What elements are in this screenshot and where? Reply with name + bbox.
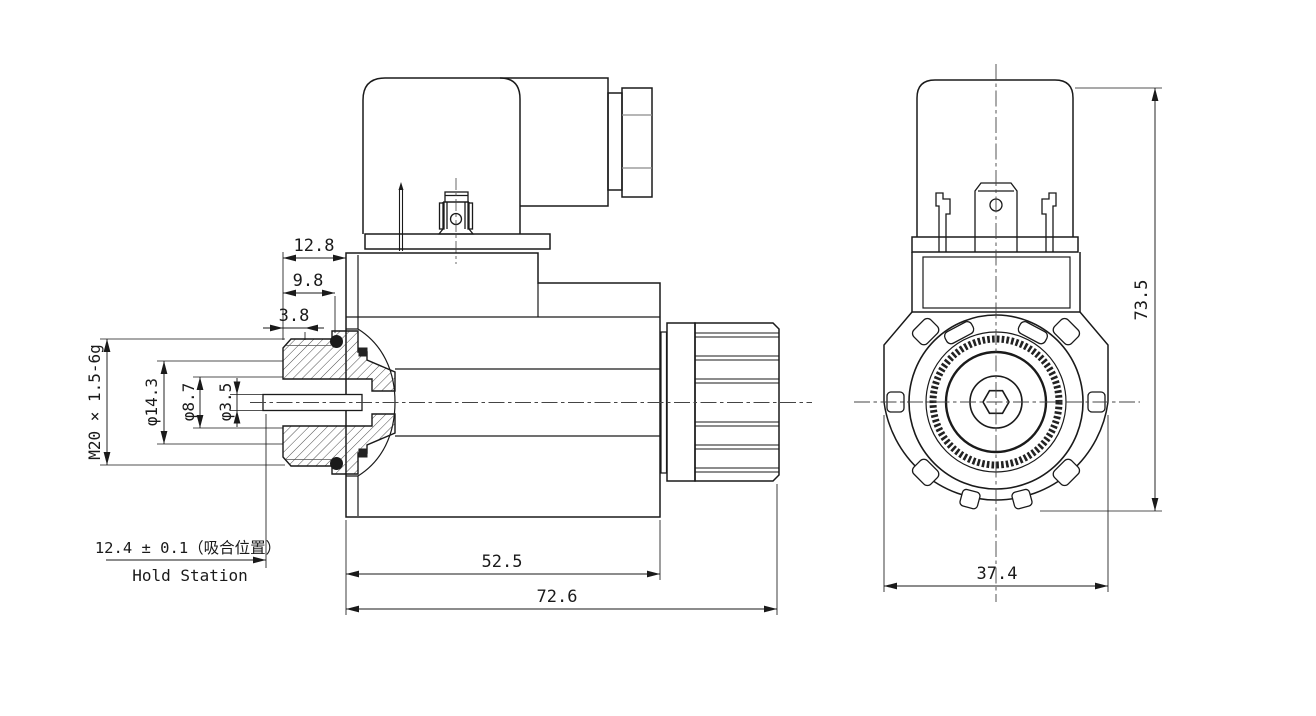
connector-top-edge (500, 77, 609, 207)
armature-tube-walls (395, 368, 660, 437)
seal-top (358, 347, 368, 357)
body-band-inner (922, 256, 1071, 309)
yoke-strip-bottom (346, 475, 359, 516)
front-view (854, 64, 1140, 602)
thread-root-lines (286, 345, 331, 460)
yoke-strip-top (346, 255, 359, 330)
dim-37-4: 37.4 (883, 564, 1109, 591)
side-view (250, 77, 812, 518)
dia-14-3-label: φ14.3 (142, 378, 161, 426)
dim-72-6: 72.6 (345, 587, 778, 614)
hold-station-label: Hold Station (132, 566, 248, 585)
cable-gland-cap (621, 87, 653, 198)
o-ring-top (330, 335, 343, 348)
dim-37-4-label: 37.4 (977, 564, 1018, 584)
dimensions: 12.8 9.8 3.8 M20 × 1.5-6g φ1 (85, 87, 1162, 615)
dim-dia-8-7: φ8.7 (179, 376, 205, 429)
coil-top-outline (916, 79, 1074, 237)
dia-3-5-label: φ3.5 (216, 383, 235, 422)
right-spade (1041, 192, 1057, 252)
hold-station-annotation: 12.4 ± 0.1（吸合位置） Hold Station (95, 539, 281, 585)
dim-12-8-label: 12.8 (294, 236, 335, 256)
extension-lines (100, 87, 1162, 615)
front-view-centerlines (854, 64, 1140, 602)
thread-spec-label: M20 × 1.5-6g (85, 344, 104, 460)
left-spade (935, 192, 951, 252)
dim-3-8: 3.8 (263, 306, 324, 333)
spade-terminal (437, 191, 475, 235)
threaded-fitting (262, 330, 396, 475)
connector-body (362, 77, 521, 234)
dim-dia-3-5: φ3.5 (216, 378, 242, 427)
dim-9-8: 9.8 (282, 271, 336, 298)
dim-72-6-label: 72.6 (537, 587, 578, 607)
knob-ring (666, 322, 696, 482)
o-ring-bottom (330, 457, 343, 470)
coil-outline (345, 252, 661, 518)
dim-3-8-label: 3.8 (279, 306, 310, 326)
dia-8-7-label: φ8.7 (179, 383, 198, 422)
cable-gland-neck (607, 92, 623, 191)
din-connector (362, 77, 653, 264)
hold-station-value: 12.4 ± 0.1（吸合位置） (95, 539, 281, 557)
dim-thread: M20 × 1.5-6g (85, 338, 112, 466)
coil-body (345, 252, 661, 518)
yoke-front-curve (357, 328, 396, 477)
dim-9-8-label: 9.8 (293, 271, 324, 291)
connector-base-plate (364, 233, 551, 250)
dim-73-5: 73.5 (1132, 87, 1160, 512)
dim-dia-14-3: φ14.3 (142, 360, 169, 445)
dim-52-5-label: 52.5 (482, 552, 523, 572)
knob-knurling (695, 332, 779, 473)
seal-bottom (358, 448, 368, 458)
dim-73-5-label: 73.5 (1132, 280, 1152, 321)
ground-pin (398, 182, 404, 251)
coil-band-line (346, 283, 660, 318)
base-plate-front (911, 236, 1079, 253)
dim-12-8: 12.8 (282, 236, 347, 263)
knob-body (694, 322, 780, 482)
override-knob (660, 322, 780, 482)
dim-52-5: 52.5 (345, 552, 661, 579)
cable-gland-segments (622, 114, 652, 169)
